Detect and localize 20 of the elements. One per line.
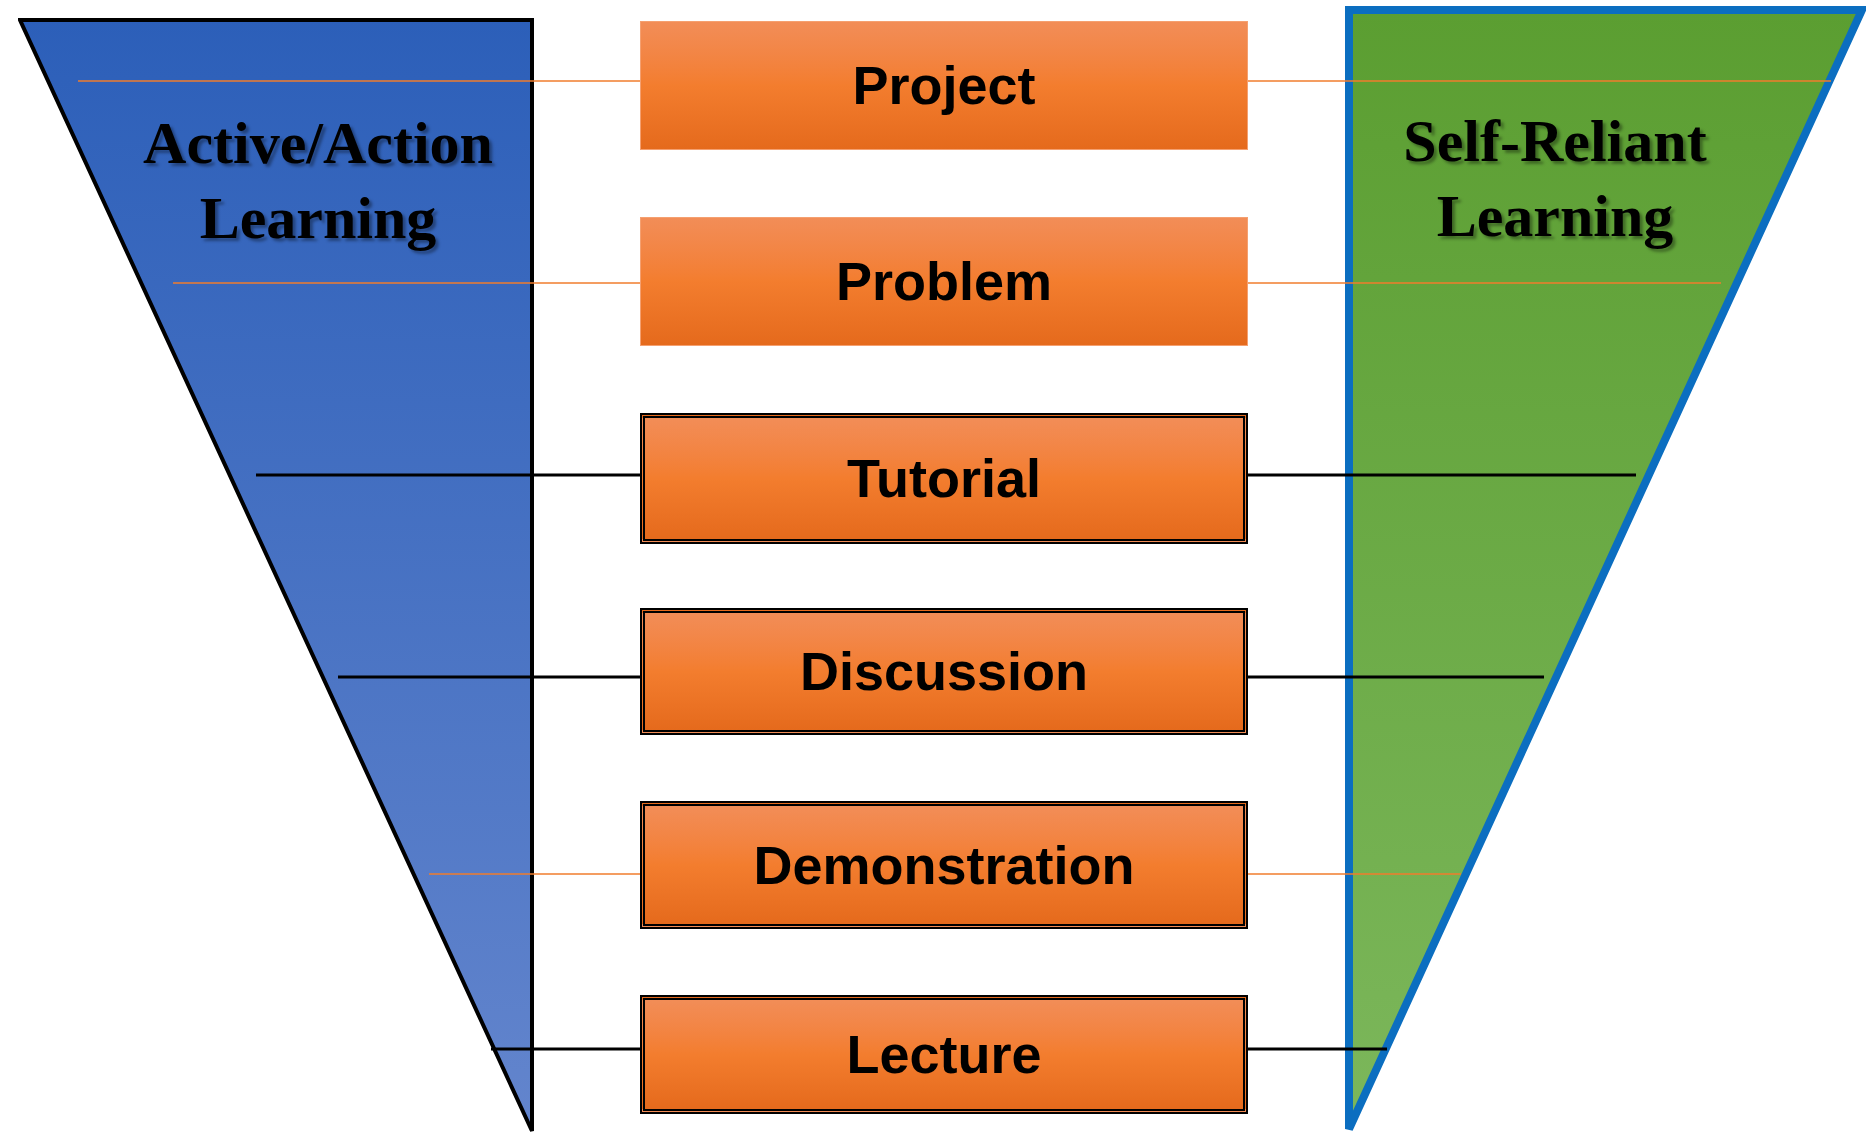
level-box: Demonstration xyxy=(640,801,1248,929)
level-box: Tutorial xyxy=(640,413,1248,544)
connector-line xyxy=(1248,473,1636,477)
connector-line xyxy=(77,80,641,82)
connector-line xyxy=(1248,675,1544,679)
triangle-title: Active/Action Learning xyxy=(142,109,494,253)
level-box: Discussion xyxy=(640,608,1248,735)
connector-line xyxy=(1247,873,1462,875)
connector-line xyxy=(491,1047,640,1051)
triangle-title: Self-Reliant Learning xyxy=(1402,107,1708,251)
connector-line xyxy=(1248,1047,1387,1051)
level-box: Lecture xyxy=(640,995,1248,1114)
connector-line xyxy=(172,282,641,284)
connector-line xyxy=(256,473,640,477)
connector-line xyxy=(1247,80,1832,82)
connector-line xyxy=(428,873,641,875)
connector-line xyxy=(338,675,640,679)
level-box: Problem xyxy=(640,217,1248,346)
level-box: Project xyxy=(640,21,1248,150)
connector-line xyxy=(1247,282,1722,284)
